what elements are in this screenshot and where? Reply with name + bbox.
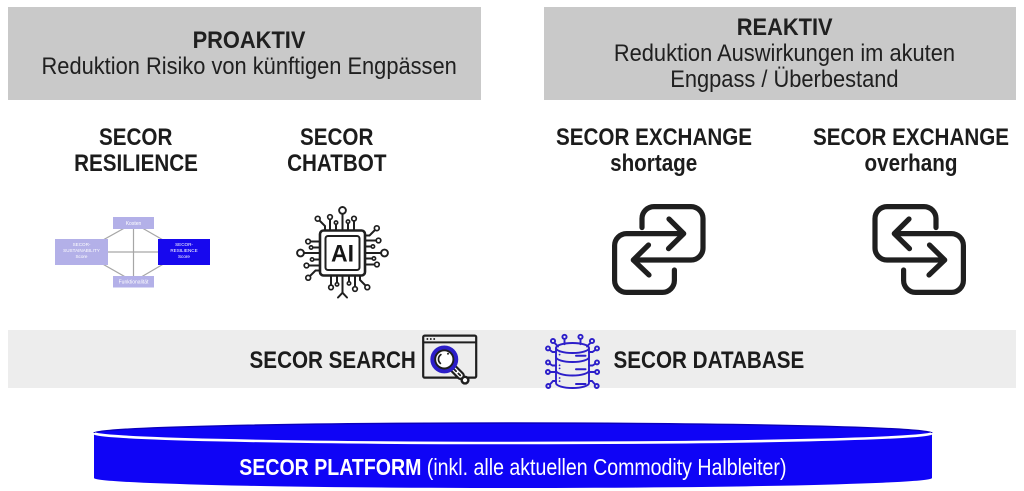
reaktiv-subtitle-line2: Engpass / Überbestand — [670, 65, 899, 93]
resilience-node-line2: RESILIENCE — [170, 248, 197, 253]
sustainability-node-line1: SECOR- — [73, 242, 91, 247]
kosten-node-label: Kosten — [126, 221, 142, 227]
funktionalitaet-node-label: Funktionalität — [119, 280, 149, 286]
ai-chip-icon: AI — [296, 206, 389, 299]
proaktiv-header-box: PROAKTIV Reduktion Risiko von künftigen … — [8, 7, 481, 100]
label-secor-resilience: SECOR RESILIENCE — [74, 124, 198, 177]
platform-cylinder — [93, 422, 933, 488]
funktionalitaet-node — [113, 276, 154, 288]
ai-chip-label: AI — [331, 241, 354, 268]
search-icon — [422, 334, 478, 385]
reaktiv-title: REAKTIV — [736, 13, 833, 41]
resilience-node-line3: Score — [178, 254, 190, 259]
proaktiv-subtitle: Reduktion Risiko von künftigen Engpässen — [41, 52, 457, 80]
sustainability-node-line2: SUSTAINABILITY — [63, 248, 100, 253]
label-secor-chatbot: SECOR CHATBOT — [287, 124, 387, 177]
label-secor-exchange-shortage: SECOR EXCHANGE shortage — [555, 124, 753, 177]
secor-database-label: SECOR DATABASE — [613, 347, 805, 374]
exchange-arrows-mirrored-icon — [872, 204, 966, 295]
proaktiv-title: PROAKTIV — [192, 26, 306, 54]
platform-suffix: (inkl. alle aktuellen Commodity Halbleit… — [421, 454, 787, 480]
database-icon — [544, 333, 601, 389]
platform-name: SECOR PLATFORM — [239, 454, 422, 480]
exchange-arrows-icon — [612, 204, 706, 295]
kosten-node — [113, 217, 154, 229]
sustainability-node-line3: Score — [75, 254, 87, 259]
resilience-node-line1: SECOR- — [175, 242, 193, 247]
chip-center-pins — [296, 206, 389, 299]
platform-label: SECOR PLATFORM (inkl. alle aktuellen Com… — [93, 455, 933, 479]
label-secor-exchange-overhang: SECOR EXCHANGE overhang — [812, 124, 1010, 177]
resilience-score-node — [158, 239, 210, 265]
sustainability-score-node — [55, 239, 108, 265]
resilience-network-icon: Kosten SECOR- SUSTAINABILITY Score SECOR… — [55, 217, 210, 288]
reaktiv-header-box: REAKTIV Reduktion Auswirkungen im akuten… — [544, 7, 1016, 100]
search-database-band — [8, 330, 1016, 388]
chip-inner — [324, 235, 361, 271]
secor-search-label: SECOR SEARCH — [249, 347, 417, 374]
reaktiv-subtitle-line1: Reduktion Auswirkungen im akuten — [613, 39, 956, 67]
